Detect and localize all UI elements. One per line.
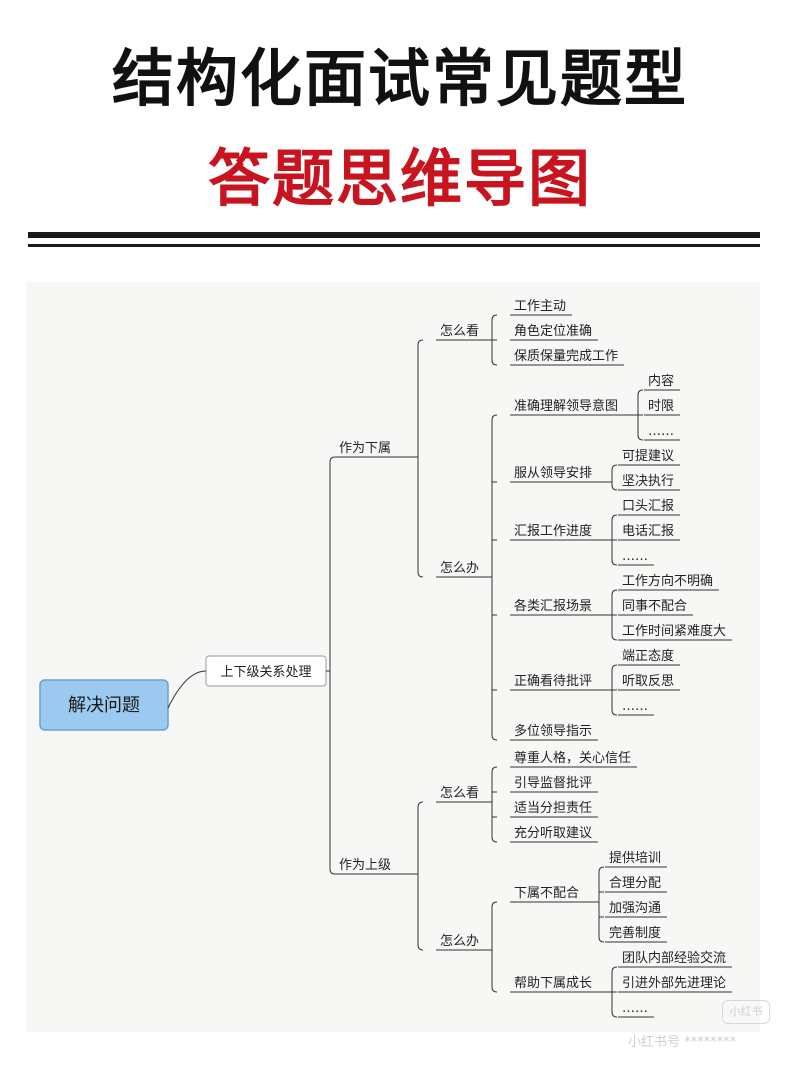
divider-thick (28, 232, 760, 238)
connector-curve (491, 414, 498, 421)
superior-view-item: 引导监督批评 (514, 776, 592, 791)
superior-do-item: 引进外部先进理论 (622, 976, 726, 991)
subordinate-do-group: 正确看待批评 (514, 673, 592, 689)
subordinate-view-item: 工作主动 (514, 299, 566, 314)
subordinate-view-item: 角色定位准确 (514, 323, 592, 339)
superior-do-group: 帮助下属成长 (514, 976, 592, 991)
connector-curve (611, 966, 618, 973)
connector-curve (611, 634, 618, 641)
subordinate-do-item: 工作时间紧难度大 (622, 623, 726, 639)
page-title: 结构化面试常见题型 (111, 42, 688, 115)
superior-view-item: 尊重人格，关心信任 (514, 750, 631, 766)
connector-curve (329, 868, 336, 875)
connector-curve (611, 589, 618, 596)
subordinate-do-item: 可提建议 (622, 448, 674, 464)
connector-curve (611, 664, 618, 671)
subordinate-how-to-view: 怎么看 (440, 323, 479, 339)
subordinate-do-group: 服从领导安排 (514, 466, 592, 481)
connector-curve (417, 944, 424, 951)
connector-curve (611, 559, 618, 566)
superior-view-item: 充分听取建议 (514, 825, 592, 841)
superior-how-to-view: 怎么看 (440, 785, 479, 801)
subordinate-do-item: 同事不配合 (622, 599, 687, 614)
subordinate-view-item: 保质保量完成工作 (514, 349, 618, 364)
connector-curve (417, 339, 424, 346)
superior-do-item: 提供培训 (609, 850, 661, 866)
connector-curve (637, 434, 644, 441)
subordinate-do-item: 坚决执行 (622, 474, 674, 489)
connector-curve (491, 766, 498, 773)
subordinate-do-item: 电话汇报 (622, 524, 674, 539)
connector-curve (611, 1011, 618, 1018)
subordinate-do-item: 时限 (648, 399, 674, 414)
subordinate-do-item: 内容 (648, 373, 674, 389)
connector-curve (611, 709, 618, 716)
connector-curve (491, 359, 498, 366)
connector-curve (598, 866, 605, 873)
connector-curve (491, 901, 498, 908)
connector-curve (598, 936, 605, 943)
superior-view-item: 适当分担责任 (514, 801, 592, 816)
connector-curve (167, 670, 207, 709)
subordinate-do-group: 准确理解领导意图 (514, 398, 618, 414)
subordinate-do-item: …… (622, 699, 648, 714)
divider-thin (28, 244, 760, 247)
connector-curve (417, 801, 424, 808)
connector-curve (637, 389, 644, 396)
subordinate-do-item: …… (622, 549, 648, 564)
superior-do-item: 团队内部经验交流 (622, 950, 726, 966)
role-subordinate: 作为下属 (339, 441, 391, 456)
subordinate-do-group: 各类汇报场景 (514, 598, 592, 614)
watermark-text: 小红书号 ******** (628, 1035, 737, 1050)
page-subtitle: 答题思维导图 (207, 142, 592, 215)
connector-curve (329, 456, 336, 463)
superior-do-item: 加强沟通 (609, 901, 661, 916)
subordinate-do-item: …… (648, 424, 674, 439)
subordinate-do-item: 工作方向不明确 (622, 573, 713, 589)
subordinate-do-item: 口头汇报 (622, 499, 674, 514)
superior-do-item: …… (622, 1001, 648, 1016)
subordinate-do-item: 端正态度 (622, 648, 674, 664)
root-node-label: 解决问题 (68, 695, 140, 716)
watermark-badge: 小红书 (722, 1000, 770, 1024)
connector-curve (491, 734, 498, 741)
superior-do-item: 合理分配 (609, 876, 661, 891)
connector-curve (417, 571, 424, 578)
superior-do-group: 下属不配合 (514, 886, 579, 901)
connector-curve (491, 314, 498, 321)
branch-node-label: 上下级关系处理 (220, 665, 311, 680)
role-superior: 作为上级 (339, 858, 391, 873)
mindmap-diagram: 解决问题上下级关系处理作为下属作为上级怎么看怎么办工作主动角色定位准确保质保量完… (39, 299, 732, 1018)
subordinate-do-group: 多位领导指示 (514, 723, 592, 739)
connector-curve (491, 986, 498, 993)
connector-curve (491, 836, 498, 843)
root-node (39, 679, 169, 731)
mindmap-panel: 解决问题上下级关系处理作为下属作为上级怎么看怎么办工作主动角色定位准确保质保量完… (26, 282, 760, 1032)
subordinate-do-item: 听取反思 (622, 674, 674, 689)
connector-curve (611, 514, 618, 521)
subordinate-do-group: 汇报工作进度 (514, 523, 592, 539)
subordinate-how-to-do: 怎么办 (440, 561, 479, 576)
superior-do-item: 完善制度 (609, 925, 661, 941)
superior-how-to-do: 怎么办 (440, 934, 479, 949)
connector-curve (611, 464, 618, 471)
connector-curve (611, 484, 618, 491)
